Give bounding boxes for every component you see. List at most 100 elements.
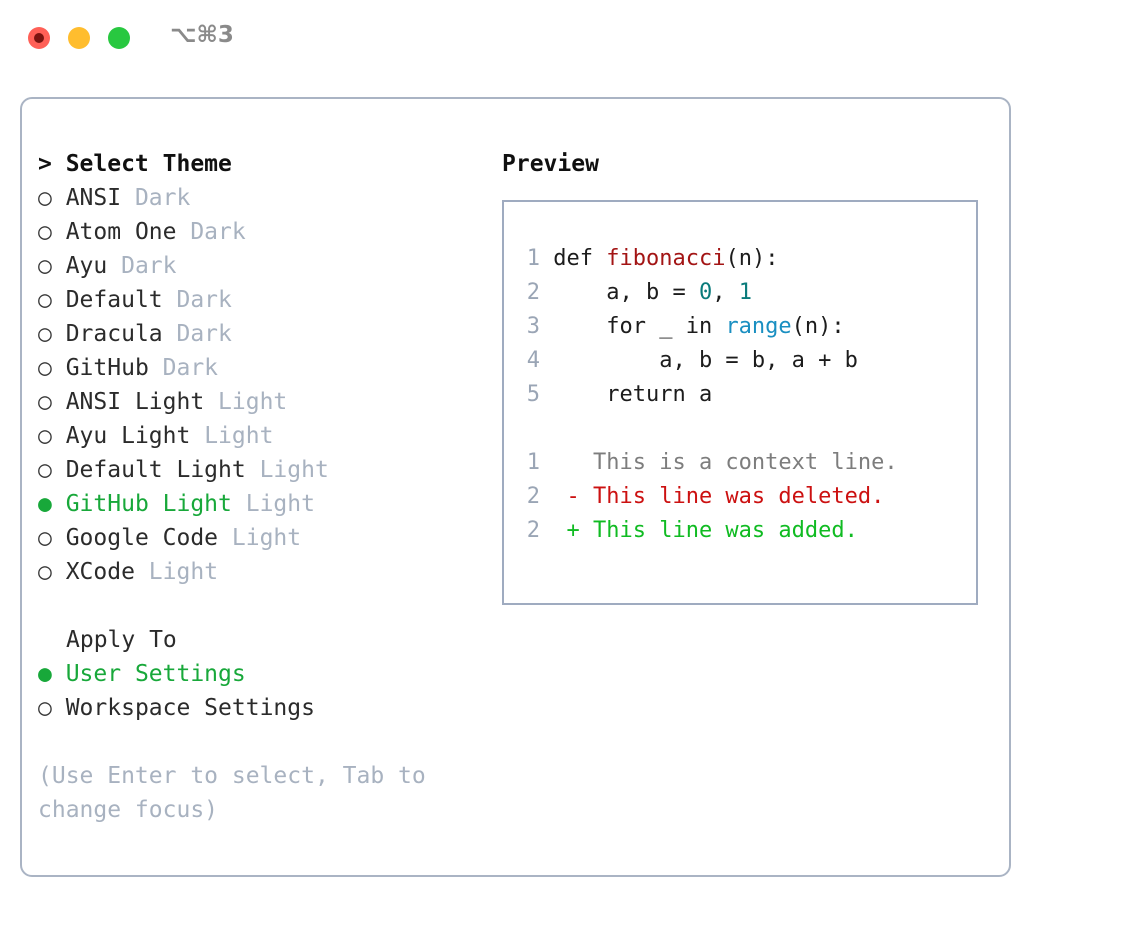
code-line: 2 a, b = 0, 1 — [518, 276, 976, 310]
diff-line-added: 2 + This line was added. — [518, 514, 976, 548]
theme-selector-column: > Select Theme ○ ANSI Dark○ Atom One Dar… — [38, 147, 488, 827]
theme-item-dracula[interactable]: ○ Dracula Dark — [38, 317, 488, 351]
radio-unselected-icon: ○ — [38, 559, 52, 585]
code-token: a, b = b, a + b — [553, 348, 858, 373]
theme-item-kind: Light — [245, 457, 329, 483]
code-line: 1 def fibonacci(n): — [518, 242, 976, 276]
keyboard-hint: (Use Enter to select, Tab to change focu… — [38, 763, 426, 823]
code-gutter-gap — [540, 314, 553, 339]
theme-item-default-light[interactable]: ○ Default Light Light — [38, 453, 488, 487]
radio-unselected-icon: ○ — [38, 321, 52, 347]
theme-item-name: Atom One — [51, 219, 177, 245]
code-line-number: 3 — [526, 314, 540, 339]
code-token: (n): — [725, 246, 779, 271]
theme-item-name: Default — [51, 287, 163, 313]
apply-to-option-workspace-settings[interactable]: ○ Workspace Settings — [38, 691, 488, 725]
radio-unselected-icon: ○ — [38, 219, 52, 245]
code-gutter-gap — [540, 348, 553, 373]
select-theme-header: > Select Theme — [38, 151, 232, 177]
theme-item-name: GitHub Light — [51, 491, 232, 517]
theme-item-ayu[interactable]: ○ Ayu Dark — [38, 249, 488, 283]
theme-item-name: GitHub — [51, 355, 149, 381]
main-panel: > Select Theme ○ ANSI Dark○ Atom One Dar… — [20, 97, 1011, 877]
radio-unselected-icon: ○ — [38, 695, 52, 721]
radio-unselected-icon: ○ — [38, 457, 52, 483]
diff-sign: + — [540, 518, 593, 543]
code-token: fibonacci — [606, 246, 726, 271]
diff-sign — [540, 450, 593, 475]
theme-item-kind: Light — [218, 525, 302, 551]
radio-unselected-icon: ○ — [38, 389, 52, 415]
apply-to-options[interactable]: ● User Settings○ Workspace Settings — [38, 657, 488, 725]
diff-sign: - — [540, 484, 593, 509]
code-token: for _ in — [553, 314, 726, 339]
list-spacer — [38, 589, 488, 623]
theme-item-xcode[interactable]: ○ XCode Light — [38, 555, 488, 589]
diff-sample: 1 This is a context line. 2 - This line w… — [518, 446, 976, 548]
theme-item-name: Google Code — [51, 525, 219, 551]
theme-item-ayu-light[interactable]: ○ Ayu Light Light — [38, 419, 488, 453]
theme-item-name: Ayu Light — [51, 423, 191, 449]
radio-unselected-icon: ○ — [38, 423, 52, 449]
code-line-number: 4 — [526, 348, 540, 373]
apply-to-option-label: User Settings — [51, 661, 246, 687]
code-token: , — [712, 280, 739, 305]
code-gutter-gap — [540, 246, 553, 271]
theme-item-name: ANSI — [51, 185, 122, 211]
code-token: range — [725, 314, 792, 339]
theme-item-kind: Dark — [162, 321, 232, 347]
radio-unselected-icon: ○ — [38, 253, 52, 279]
code-line-number: 5 — [526, 382, 540, 407]
theme-item-google-code[interactable]: ○ Google Code Light — [38, 521, 488, 555]
radio-unselected-icon: ○ — [38, 355, 52, 381]
theme-item-ansi[interactable]: ○ ANSI Dark — [38, 181, 488, 215]
title-bar: ⌥⌘3 — [0, 0, 1140, 76]
theme-item-kind: Dark — [121, 185, 191, 211]
maximize-button[interactable] — [108, 27, 130, 49]
theme-item-name: ANSI Light — [51, 389, 205, 415]
diff-text: This line was added. — [592, 518, 858, 543]
theme-item-github-light[interactable]: ● GitHub Light Light — [38, 487, 488, 521]
apply-to-option-user-settings[interactable]: ● User Settings — [38, 657, 488, 691]
theme-item-github[interactable]: ○ GitHub Dark — [38, 351, 488, 385]
theme-item-kind: Light — [134, 559, 219, 585]
theme-item-name: XCode — [51, 559, 135, 585]
code-line: 3 for _ in range(n): — [518, 310, 976, 344]
code-token: 0 — [698, 280, 713, 305]
code-diff-spacer — [518, 412, 976, 446]
theme-item-kind: Dark — [162, 287, 232, 313]
diff-line-context: 1 This is a context line. — [518, 446, 976, 480]
close-button[interactable] — [28, 27, 50, 49]
radio-selected-icon: ● — [38, 661, 52, 687]
code-line-number: 2 — [526, 280, 540, 305]
preview-title: Preview — [502, 151, 599, 177]
theme-item-kind: Dark — [176, 219, 246, 245]
theme-item-kind: Dark — [148, 355, 219, 381]
theme-item-kind: Dark — [107, 253, 177, 279]
theme-list[interactable]: ○ ANSI Dark○ Atom One Dark○ Ayu Dark○ De… — [38, 181, 488, 589]
minimize-button[interactable] — [68, 27, 90, 49]
apply-to-label: Apply To — [66, 627, 177, 653]
diff-text: This is a context line. — [592, 450, 898, 475]
radio-unselected-icon: ○ — [38, 287, 52, 313]
theme-item-default[interactable]: ○ Default Dark — [38, 283, 488, 317]
code-token: def — [553, 246, 607, 271]
theme-item-atom-one[interactable]: ○ Atom One Dark — [38, 215, 488, 249]
theme-item-name: Dracula — [51, 321, 163, 347]
code-token: (n): — [791, 314, 845, 339]
theme-item-ansi-light[interactable]: ○ ANSI Light Light — [38, 385, 488, 419]
diff-line-number: 2 — [526, 518, 540, 543]
code-gutter-gap — [540, 280, 553, 305]
apply-to-option-label: Workspace Settings — [51, 695, 315, 721]
code-token: 1 — [738, 280, 752, 305]
radio-unselected-icon: ○ — [38, 185, 52, 211]
code-gutter-gap — [540, 382, 553, 407]
theme-item-kind: Light — [190, 423, 274, 449]
theme-item-name: Default Light — [51, 457, 246, 483]
theme-item-kind: Light — [204, 389, 288, 415]
theme-item-kind: Light — [231, 491, 315, 517]
preview-column: Preview 1 def fibonacci(n):2 a, b = 0, 1… — [502, 147, 992, 605]
diff-line-number: 2 — [526, 484, 540, 509]
